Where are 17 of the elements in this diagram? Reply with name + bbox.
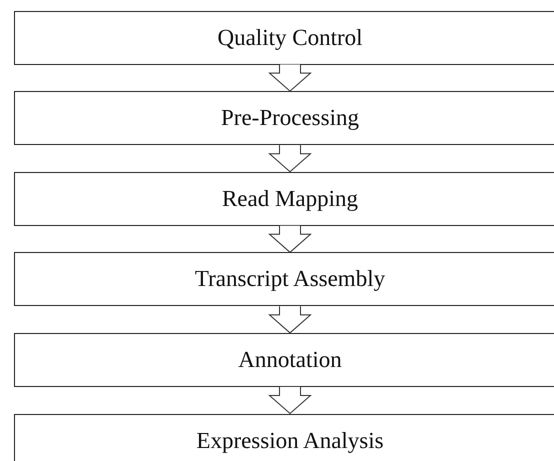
step-label: Annotation: [238, 346, 342, 373]
step-label: Read Mapping: [222, 186, 358, 212]
block-arrow: [268, 144, 312, 172]
block-arrow: [268, 386, 312, 414]
process-box: [14, 252, 554, 306]
block-arrow: [268, 225, 312, 253]
process-box: [14, 172, 554, 226]
step-label: Quality Control: [217, 24, 363, 50]
step-label: Transcript Assembly: [194, 266, 386, 292]
process-box: [14, 91, 554, 146]
process-box: [14, 10, 554, 64]
block-arrow: [268, 306, 312, 334]
process-box: [14, 332, 554, 387]
block-arrow: [268, 64, 312, 92]
step-label: Expression Analysis: [196, 428, 384, 454]
process-box: [14, 414, 554, 461]
step-label: Pre-Processing: [221, 105, 359, 132]
